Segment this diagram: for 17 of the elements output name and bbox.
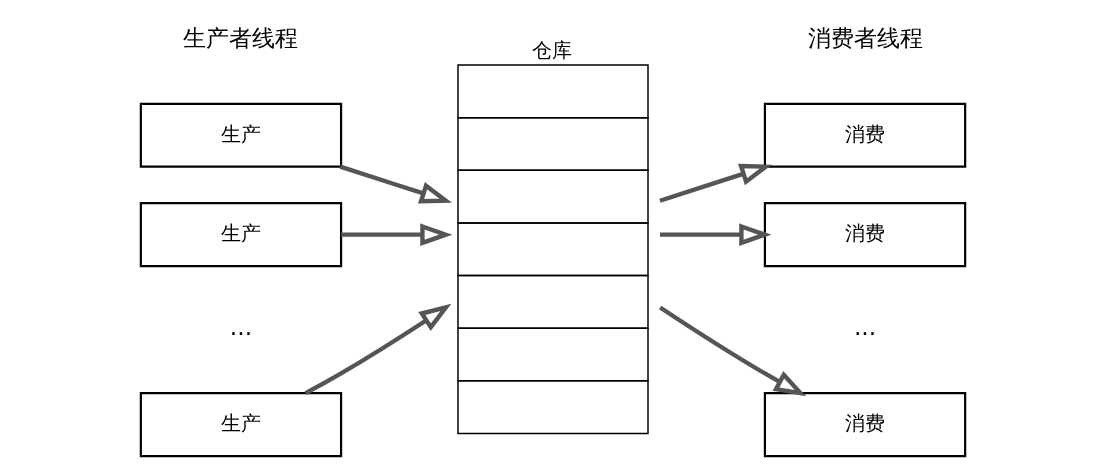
- arrow: [340, 223, 452, 246]
- node-box: 生产: [139, 202, 342, 268]
- arrow: [658, 163, 772, 203]
- node-label: 仓库: [531, 37, 572, 62]
- node-box: 生产: [139, 102, 342, 168]
- arrow: [658, 305, 806, 397]
- node-box: 消费: [763, 102, 966, 168]
- node-box: 消费: [763, 392, 966, 458]
- arrow: [304, 303, 451, 396]
- node-box: 消费: [763, 202, 966, 268]
- label: ...: [229, 313, 252, 342]
- label: 生产者线程: [182, 23, 298, 52]
- node-box: 生产: [139, 392, 342, 458]
- label: ...: [853, 313, 876, 342]
- label: 消费者线程: [807, 23, 923, 52]
- arrow: [339, 164, 452, 204]
- arrow: [659, 223, 771, 246]
